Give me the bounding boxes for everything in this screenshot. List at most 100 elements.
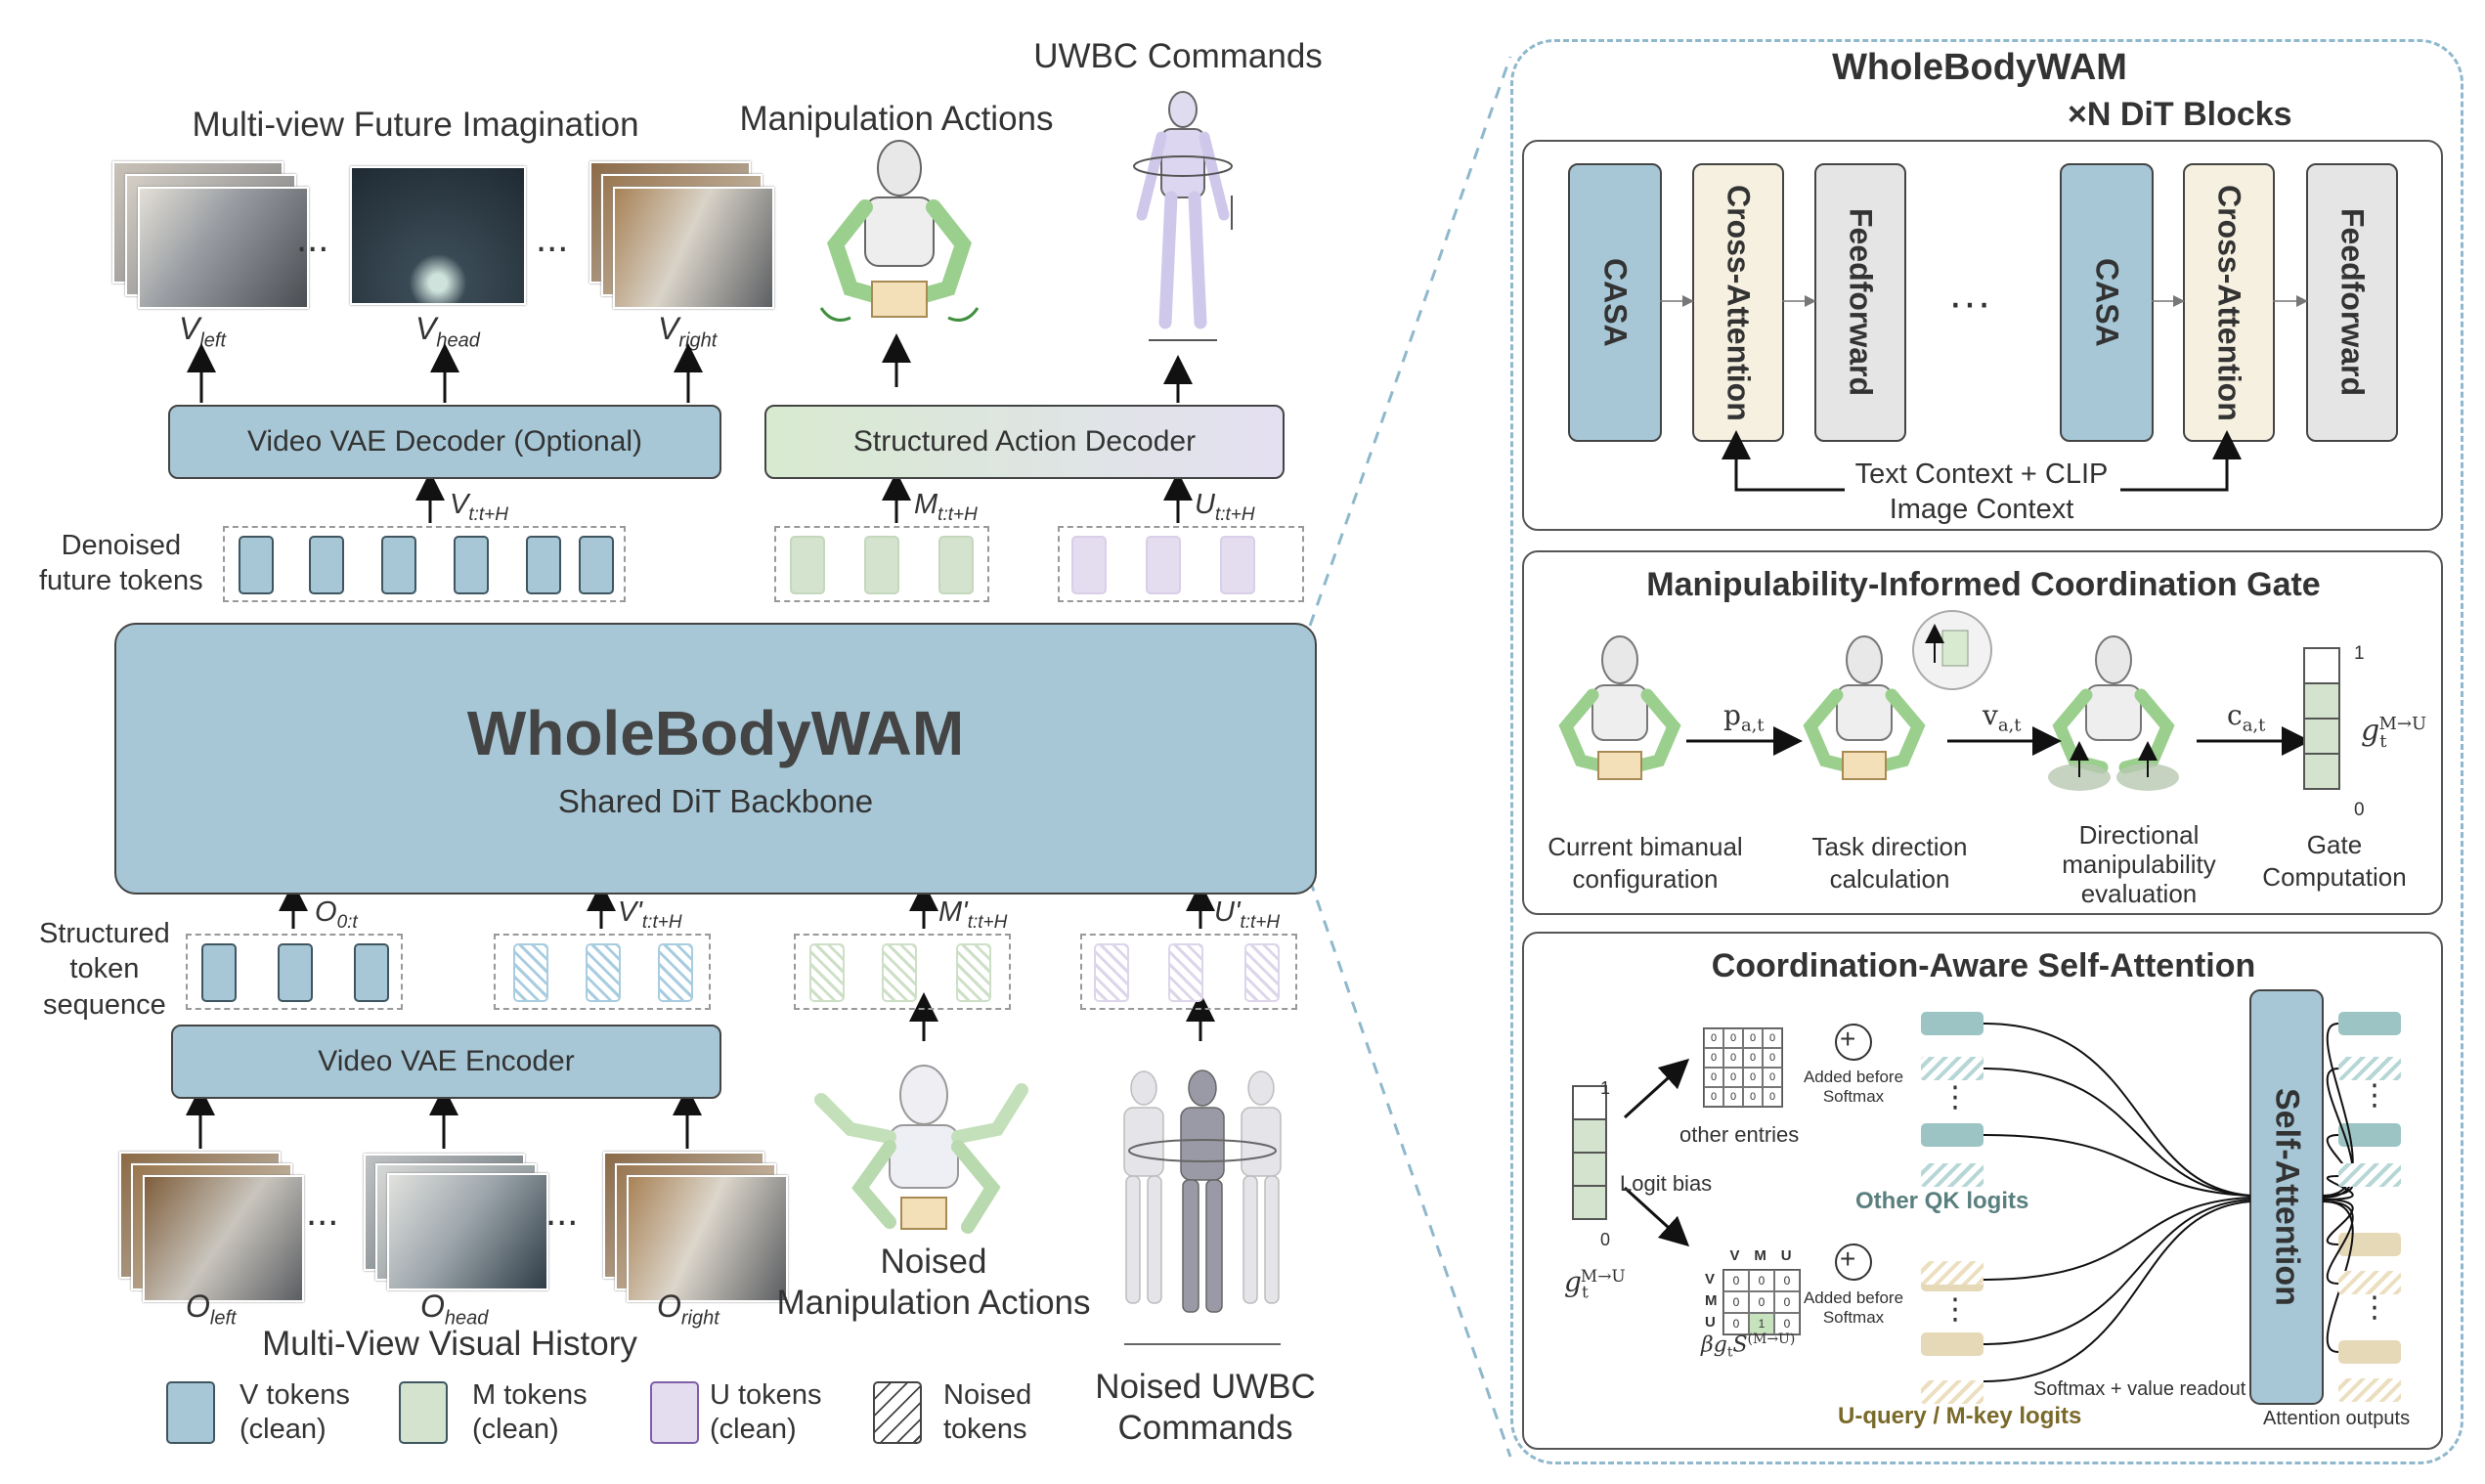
vdots-right-2: ⋮ — [2360, 1291, 2389, 1324]
step-current-configuration: Current bimanual configuration — [1548, 832, 1743, 894]
output-noised-teal-bar-2 — [2338, 1163, 2401, 1187]
noised-uwbc-label: Noised UWBC Commands — [1095, 1368, 1316, 1447]
matrix-cell: 0 — [1743, 1087, 1763, 1107]
softmax-readout-label: Softmax + value readout — [2033, 1378, 2246, 1400]
u-output-label: Ut:t+H — [1195, 489, 1255, 525]
visual-history-title: Multi-View Visual History — [262, 1325, 637, 1363]
structured-action-decoder: Structured Action Decoder — [764, 405, 1285, 479]
matrix-cell: 0 — [1704, 1068, 1723, 1087]
matrix-cell: 0 — [1704, 1048, 1723, 1068]
matrix-cell: 0 — [1743, 1048, 1763, 1068]
m-output-label: Mt:t+H — [914, 489, 978, 525]
noised-teal-bar-1 — [1921, 1057, 1984, 1080]
legend-m-label: M tokens (clean) — [472, 1379, 588, 1445]
denoised-m-tokens — [774, 526, 989, 602]
wholebodywam-detail-panel — [1510, 39, 2463, 1464]
output-noised-tan-bar-1 — [2338, 1271, 2401, 1294]
matrix-cell: 0 — [1723, 1270, 1749, 1291]
other-qk-logits-label: Other QK logits — [1855, 1188, 2029, 1214]
history-ellipsis-1: ... — [306, 1191, 339, 1234]
dit-blocks-label: ×N DiT Blocks — [2068, 96, 2292, 133]
matrix-cell: 0 — [1743, 1068, 1763, 1087]
uwbc-commands-title: UWBC Commands — [1033, 37, 1323, 75]
other-entries-label: other entries — [1679, 1122, 1800, 1147]
plus-top: + — [1840, 1024, 1856, 1054]
structured-sequence-label: Structured token sequence — [39, 918, 170, 1021]
casa-figures — [1572, 989, 2401, 1405]
dit-connectors — [1660, 295, 2308, 492]
legend-v-swatch — [166, 1381, 215, 1444]
noised-teal-bar-2 — [1921, 1163, 1984, 1187]
matrix-cell: 0 — [1763, 1087, 1782, 1107]
p-at-label: pa,t — [1723, 699, 1765, 736]
beta-g-s-label: βgtS(M→U) — [1701, 1331, 1796, 1361]
c-at-label: ca,t — [2227, 699, 2266, 736]
vdots-left-1: ⋮ — [1940, 1081, 1970, 1113]
future-view-head-image — [350, 166, 526, 305]
m-noised-input-label: M't:t+H — [938, 896, 1008, 933]
matrix-cell: 0 — [1723, 1291, 1749, 1313]
noised-v-tokens — [494, 934, 711, 1010]
step-gate-computation: Gate Computation — [2262, 830, 2407, 892]
matrix-cell: 0 — [1774, 1291, 1800, 1313]
backbone-subtitle: Shared DiT Backbone — [557, 783, 874, 819]
legend-v-label: V tokens (clean) — [240, 1379, 350, 1445]
self-attention-block: Self-Attention — [2268, 1088, 2306, 1306]
matrix-cell: 0 — [1763, 1028, 1782, 1048]
legend-u-label: U tokens (clean) — [710, 1379, 822, 1445]
manipulation-actions-title: Manipulation Actions — [739, 100, 1054, 138]
gate-bar-min: 0 — [2354, 800, 2365, 820]
gate-title: Manipulability-Informed Coordination Gat… — [1646, 566, 2321, 603]
video-vae-encoder: Video VAE Encoder — [171, 1025, 721, 1099]
legend-noised-label: Noised tokens — [943, 1379, 1032, 1445]
noised-m-tokens — [794, 934, 1011, 1010]
cross-attention-block-2: Cross-Attention — [2183, 163, 2275, 442]
vdots-left-2: ⋮ — [1940, 1293, 1970, 1326]
step-directional-manipulability: Directional manipulability evaluation — [2062, 820, 2216, 908]
noised-tan-bar-1 — [1921, 1261, 1984, 1285]
matrix-cell: 0 — [1763, 1068, 1782, 1087]
casa-panel: Coordination-Aware Self-Attention — [1522, 932, 2443, 1450]
o-right-label: Oright — [657, 1288, 719, 1330]
matrix-cell: 0 — [1743, 1028, 1763, 1048]
v-output-label: Vt:t+H — [450, 489, 508, 525]
video-vae-decoder: Video VAE Decoder (Optional) — [168, 405, 721, 479]
denoised-v-tokens — [223, 526, 626, 602]
noised-u-tokens — [1080, 934, 1297, 1010]
noised-tan-bar-2 — [1921, 1380, 1984, 1404]
legend-noised-swatch — [873, 1381, 922, 1444]
backbone-title: WholeBodyWAM — [466, 698, 965, 768]
matrix-cell: 0 — [1774, 1313, 1800, 1334]
added-before-softmax-top: Added before Softmax — [1803, 1068, 1904, 1107]
step-task-direction: Task direction calculation — [1811, 832, 1968, 894]
legend-m-swatch — [399, 1381, 448, 1444]
shared-dit-backbone: WholeBodyWAM Shared DiT Backbone — [114, 623, 1317, 895]
history-ellipsis-2: ... — [545, 1191, 579, 1234]
denoised-tokens-label: Denoised future tokens — [39, 530, 203, 597]
noised-manipulation-label: Noised Manipulation Actions — [776, 1243, 1091, 1322]
casa-g-label: gtM→U — [1564, 1266, 1626, 1303]
casa-block-2: CASA — [2060, 163, 2154, 442]
v-noised-input-label: V't:t+H — [618, 896, 682, 933]
text-clip-context-label: Text Context + CLIP Image Context — [1854, 458, 2109, 526]
uwbc-robot-figure — [1133, 91, 1233, 341]
gate-robot-2 — [1803, 610, 1992, 780]
legend-u-swatch — [650, 1381, 699, 1444]
left-arrows — [186, 333, 1215, 1149]
matrix-cell: 0 — [1704, 1028, 1723, 1048]
u-noised-input-label: U't:t+H — [1214, 896, 1281, 933]
clean-o-tokens — [186, 934, 403, 1010]
matrix-cell: 0 — [1749, 1270, 1774, 1291]
matrix-cell: 0 — [1723, 1068, 1743, 1087]
output-noised-tan-bar-2 — [2338, 1378, 2401, 1402]
matrix-cell: 0 — [1723, 1087, 1743, 1107]
feedforward-block-1: Feedforward — [1814, 163, 1906, 442]
casa-gate-max: 1 — [1600, 1078, 1611, 1098]
noised-manipulation-robot-figure — [814, 1065, 1028, 1234]
detail-title: WholeBodyWAM — [1832, 47, 2127, 88]
blocks-ellipsis: ··· — [1948, 279, 1991, 327]
